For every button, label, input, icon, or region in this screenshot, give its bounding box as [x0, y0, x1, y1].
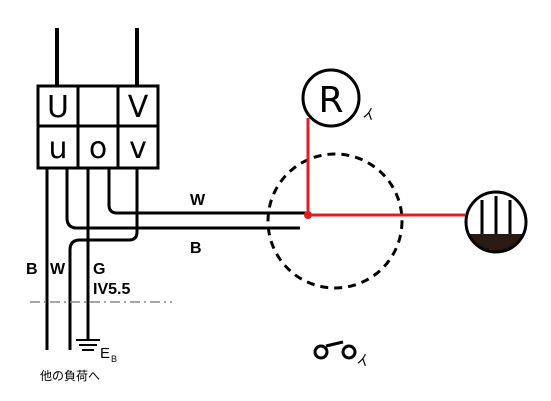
switch-tag: イ: [354, 352, 373, 372]
ground-wire-size: IV5.5: [93, 281, 130, 298]
terminal-o: o: [89, 131, 107, 166]
terminal-V: V: [128, 90, 149, 125]
label-G: G: [93, 261, 105, 278]
label-B-right: B: [190, 240, 202, 257]
switch-symbol: [313, 340, 357, 360]
outlet-symbol: [464, 190, 528, 254]
label-W-right: W: [190, 192, 206, 209]
connection-dot: [304, 211, 312, 219]
ground-symbol: [76, 339, 100, 351]
junction-box: [266, 152, 404, 290]
red-wires: [306, 118, 465, 217]
terminal-U: U: [47, 90, 69, 125]
terminal-block: U V u o v: [36, 84, 160, 170]
terminal-u: u: [48, 131, 67, 166]
lamp-receptacle: R: [301, 68, 361, 128]
lamp-tag: イ: [360, 106, 379, 126]
terminal-v: v: [129, 131, 147, 166]
ground-label: E: [100, 345, 110, 362]
load-note: 他の負荷へ: [40, 369, 100, 383]
wire-W-right: [107, 168, 308, 215]
load-wires: [45, 168, 308, 350]
label-B-left: B: [26, 261, 38, 278]
wire-B-right: [65, 217, 300, 230]
label-W-left: W: [50, 261, 66, 278]
ground-subscript: B: [111, 354, 117, 364]
lamp-symbol: R: [318, 80, 343, 121]
wire-W-left: [68, 168, 139, 350]
